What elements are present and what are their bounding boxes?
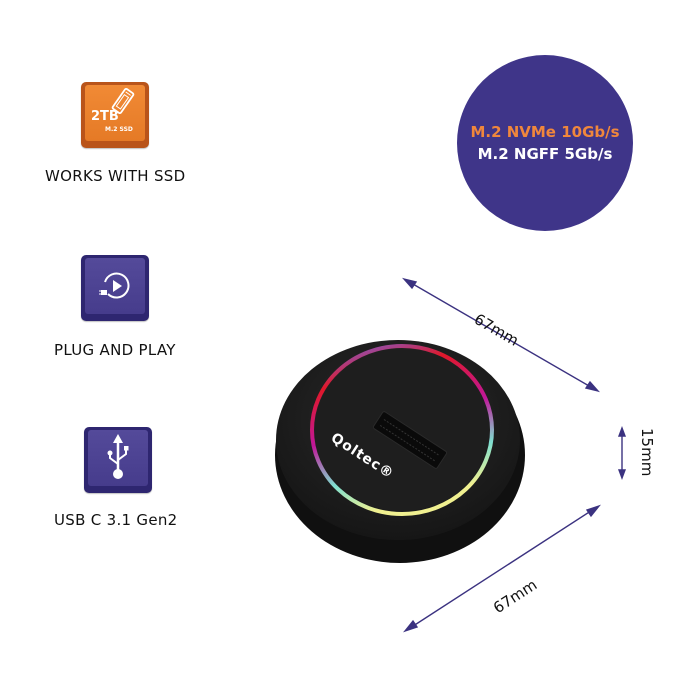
ssd-badge: 2TB M.2 SSD [81, 82, 149, 148]
plug-and-play-badge-face [85, 258, 145, 314]
dimension-height-label: 15mm [638, 428, 656, 477]
feature-label-ssd: WORKS WITH SSD [45, 167, 186, 185]
spec-nvme-speed: M.2 NVMe 10Gb/s [470, 123, 620, 141]
dimension-arrow-width [401, 277, 601, 393]
dimension-arrow-depth [402, 504, 602, 633]
usb-badge-face [88, 430, 148, 486]
spec-ngff-speed: M.2 NGFF 5Gb/s [477, 145, 613, 163]
plug-and-play-badge [81, 255, 149, 321]
ssd-capacity-text: 2TB [91, 109, 119, 124]
feature-label-usb: USB C 3.1 Gen2 [54, 511, 178, 529]
feature-label-plug-and-play: PLUG AND PLAY [54, 341, 176, 359]
ssd-type-text: M.2 SSD [105, 126, 133, 133]
usb-icon [107, 434, 129, 479]
usb-badge [84, 427, 152, 493]
ssd-badge-face: 2TB M.2 SSD [85, 85, 145, 141]
plug-and-play-icon [99, 272, 130, 299]
dimension-arrow-height [617, 426, 627, 480]
speed-spec-circle: M.2 NVMe 10Gb/s M.2 NGFF 5Gb/s [457, 55, 633, 231]
ssd-card-icon [111, 87, 135, 115]
